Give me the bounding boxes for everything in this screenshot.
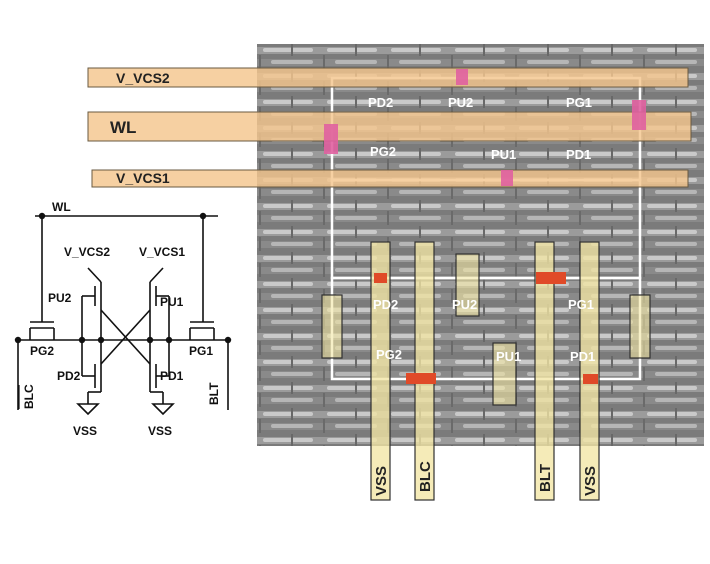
rail-vcs2 <box>87 67 689 88</box>
bottom-cell-pd2: PD2 <box>373 297 398 312</box>
top-cell-pu1: PU1 <box>491 147 516 162</box>
schematic-pu1-label: PU1 <box>160 295 184 309</box>
schematic-pg2-label: PG2 <box>30 344 54 358</box>
schematic-wl-label: WL <box>52 200 71 214</box>
schematic-vss-right-label: VSS <box>148 424 172 438</box>
rail-wl-label: WL <box>110 118 136 137</box>
schematic-vvcs1-label: V_VCS1 <box>139 245 185 259</box>
bottom-cell-pg1: PG1 <box>568 297 594 312</box>
column-vss-right-label: VSS <box>582 466 599 496</box>
schematic-pg1-label: PG1 <box>189 344 213 358</box>
rail-vcs1 <box>91 169 689 188</box>
bottom-cell-pu1: PU1 <box>496 349 521 364</box>
gate-bar-right <box>629 294 651 359</box>
schematic-blc-label: BLC <box>22 384 36 409</box>
ground-symbols <box>76 403 175 416</box>
contact-vss-left <box>374 273 387 283</box>
column-vss-left <box>370 241 391 501</box>
top-cell-pg2: PG2 <box>370 144 396 159</box>
contact-wl-left <box>324 124 338 154</box>
bottom-cell-pd1: PD1 <box>570 349 595 364</box>
schematic-blt-label: BLT <box>207 382 221 405</box>
top-cell-pu2: PU2 <box>448 95 473 110</box>
schematic-vvcs2-label: V_VCS2 <box>64 245 110 259</box>
column-blc-label: BLC <box>417 461 434 492</box>
column-blt-label: BLT <box>537 464 554 492</box>
column-blt <box>534 241 555 501</box>
top-cell-pd1: PD1 <box>566 147 591 162</box>
bottom-cell-pg2: PG2 <box>376 347 402 362</box>
contact-vss-right <box>583 374 598 384</box>
contact-pu1 <box>501 170 513 186</box>
schematic-pd2-label: PD2 <box>57 369 81 383</box>
schematic-pu2-label: PU2 <box>48 291 72 305</box>
contact-blc <box>406 373 436 384</box>
column-vss-left-label: VSS <box>373 466 390 496</box>
contact-wl-right <box>632 100 646 130</box>
contact-blt <box>536 272 566 284</box>
rail-vcs1-label: V_VCS1 <box>116 170 170 186</box>
contact-pu2 <box>456 69 468 85</box>
bottom-cell-pu2: PU2 <box>452 297 477 312</box>
rail-vcs2-label: V_VCS2 <box>116 70 170 86</box>
schematic-pd1-label: PD1 <box>160 369 184 383</box>
gate-bar-pu2 <box>455 253 480 317</box>
column-blc <box>414 241 435 501</box>
schematic-vss-left-label: VSS <box>73 424 97 438</box>
gate-bar-left <box>321 294 343 359</box>
top-cell-pg1: PG1 <box>566 95 592 110</box>
sram-schematic <box>17 215 229 410</box>
schematic-nodes <box>14 212 232 344</box>
column-vss-right <box>579 241 600 501</box>
rail-wl <box>87 111 692 142</box>
top-cell-pd2: PD2 <box>368 95 393 110</box>
gate-bar-pu1 <box>492 342 517 406</box>
